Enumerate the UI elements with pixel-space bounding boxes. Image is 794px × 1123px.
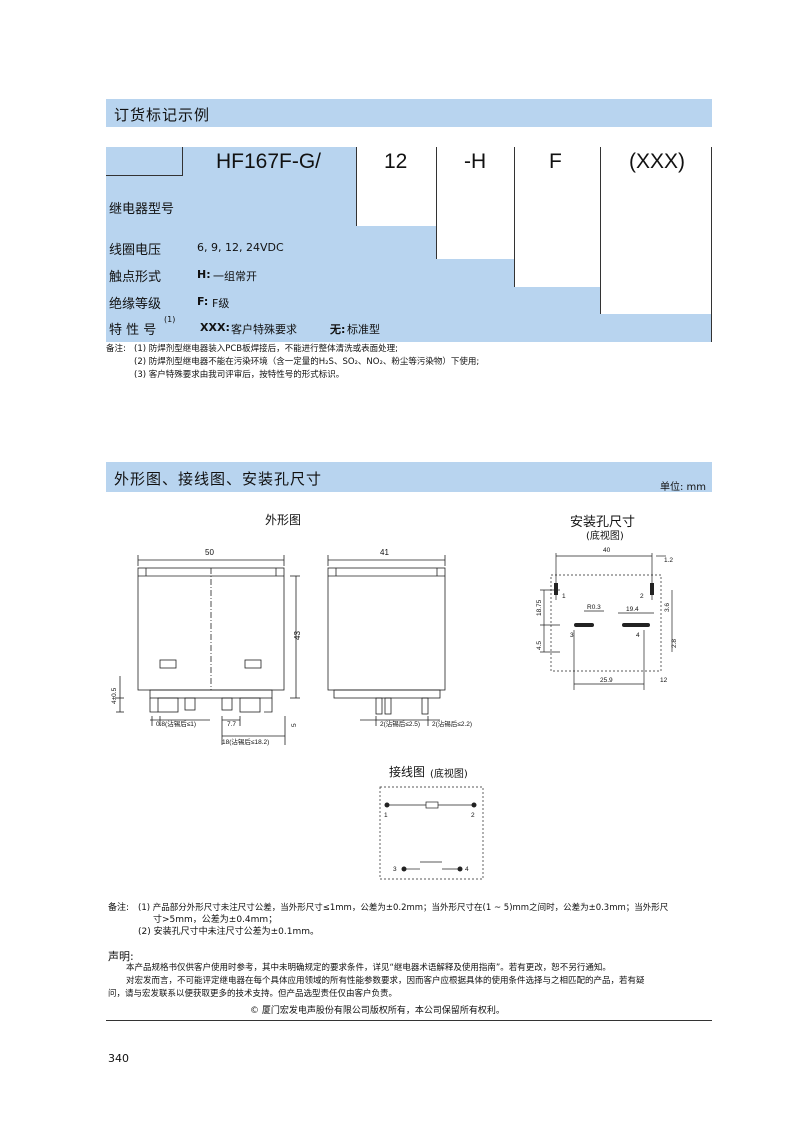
dim-r03: R0.3 (587, 604, 601, 611)
dim-pin-w1: 0.8(沾锡后≤1) (156, 719, 196, 728)
dim-d194: 19.4 (626, 606, 639, 613)
row-key-insulation: F: (197, 295, 209, 308)
row-label-model: 继电器型号 (109, 202, 175, 217)
outline-title: 外形图 (265, 513, 302, 527)
dim-note-1: (1) 产品部分外形尺寸未注尺寸公差，当外形尺寸≤1mm，公差为±0.2mm；当… (138, 903, 669, 913)
ordering-note-3: (3) 客户特殊要求由我司评审后，按特性号的形式标识。 (134, 370, 345, 380)
model-block (106, 146, 356, 226)
wiring-subtitle: (底视图) (430, 769, 468, 780)
row-value-coil: 6, 9, 12, 24VDC (197, 241, 284, 254)
copyright: © 厦门宏发电声股份有限公司版权所有，本公司保留所有权利。 (250, 1006, 505, 1016)
page-number: 340 (108, 1052, 129, 1065)
code-insulation: F (549, 150, 562, 173)
dim-d12a: 1.2 (664, 557, 673, 564)
code-model: HF167F-G/ (216, 150, 322, 173)
ordering-note-1: (1) 防焊剂型继电器装入PCB板焊接后，不能进行整体清洗或表面处理; (134, 344, 399, 354)
dim-d259: 25.9 (600, 677, 613, 684)
dim-depth: 41 (380, 548, 389, 557)
dim-h1875: 18.75 (536, 599, 543, 616)
row-value-contact: 一组常开 (213, 270, 257, 283)
dim-pin-t1: 2(沾锡后≤2.5) (380, 719, 420, 728)
wire-pin-1: 1 (384, 812, 388, 819)
dim-d36: 3.6 (664, 603, 671, 612)
hole-1: 1 (562, 593, 566, 600)
special-block (106, 314, 712, 342)
ordering-note-2: (2) 防焊剂型继电器不能在污染环境（含一定量的H₂S、SO₂、NO₂、粉尘等污… (134, 357, 480, 367)
declaration-line-1: 本产品规格书仅供客户使用时参考，其中未明确规定的要求条件，详见“继电器术语解释及… (126, 963, 611, 973)
dim-height: 43 (293, 631, 302, 640)
declaration-title: 声明: (108, 950, 134, 963)
mounting-subtitle: (底视图) (586, 531, 624, 542)
hole-4: 4 (636, 632, 640, 639)
code-special: (XXX) (629, 150, 686, 173)
footer-rule (106, 1020, 712, 1021)
dim-notes-label: 备注: (108, 903, 130, 913)
dimensions-title: 外形图、接线图、安装孔尺寸 (114, 470, 323, 488)
wiring-title: 接线图 (389, 765, 426, 779)
declaration-line-2: 对宏发而言，不可能评定继电器在每个具体应用领域的所有性能参数要求，因而客户应根据… (126, 976, 645, 986)
wire-pin-3: 3 (393, 866, 397, 873)
row-label-contact: 触点形式 (109, 270, 162, 285)
ordering-title: 订货标记示例 (114, 106, 211, 124)
dim-pin-t2: 2(沾锡后≤2.2) (432, 719, 472, 728)
row-label-insulation: 绝缘等级 (109, 297, 162, 312)
unit-label: 单位: mm (659, 482, 706, 493)
wire-pin-4: 4 (465, 866, 469, 873)
mounting-title: 安装孔尺寸 (570, 515, 636, 530)
ordering-section-header: 订货标记示例 (106, 99, 712, 127)
dim-side5: 5 (291, 723, 298, 727)
dim-d12: 12 (660, 677, 668, 684)
row-value-insulation: F级 (212, 297, 230, 310)
row-key-special: XXX: (200, 321, 230, 334)
code-contact: -H (464, 150, 487, 173)
ordering-notes-label: 备注: (106, 344, 126, 354)
dim-h45: 4.5 (536, 641, 543, 650)
row-key-standard: 无: (330, 323, 346, 336)
hole-2: 2 (640, 593, 644, 600)
dim-pin-h: 4±0.5 (111, 687, 118, 704)
contact-block (106, 259, 514, 287)
dim-note-2: (2) 安装孔尺寸中未注尺寸公差为±0.1mm。 (138, 927, 319, 937)
row-label-coil: 线圈电压 (109, 243, 162, 258)
code-coil: 12 (384, 150, 408, 173)
dim-d28: 2.8 (671, 639, 678, 648)
dimensions-section-header: 外形图、接线图、安装孔尺寸 单位: mm (106, 462, 712, 493)
dim-span: 18(沾锡后≤18.2) (222, 737, 269, 746)
row-key-contact: H: (197, 268, 211, 281)
dim-pitch: 7.7 (227, 721, 236, 728)
dim-note-1b: 寸>5mm，公差为±0.4mm； (153, 915, 278, 925)
insulation-block (106, 287, 600, 314)
dim-w40: 40 (603, 547, 611, 554)
row-value-special: 客户特殊要求 (231, 323, 297, 336)
row-sup-special: (1) (164, 315, 176, 324)
coil-block (106, 226, 436, 259)
row-value-standard: 标准型 (347, 323, 380, 336)
row-label-special: 特 性 号 (109, 323, 157, 338)
hole-3: 3 (570, 632, 574, 639)
wire-pin-2: 2 (471, 812, 475, 819)
declaration-line-3: 问，请与宏发联系以便获取更多的技术支持。但产品选型责任仅由客户负责。 (108, 989, 398, 999)
dim-width: 50 (205, 548, 214, 557)
